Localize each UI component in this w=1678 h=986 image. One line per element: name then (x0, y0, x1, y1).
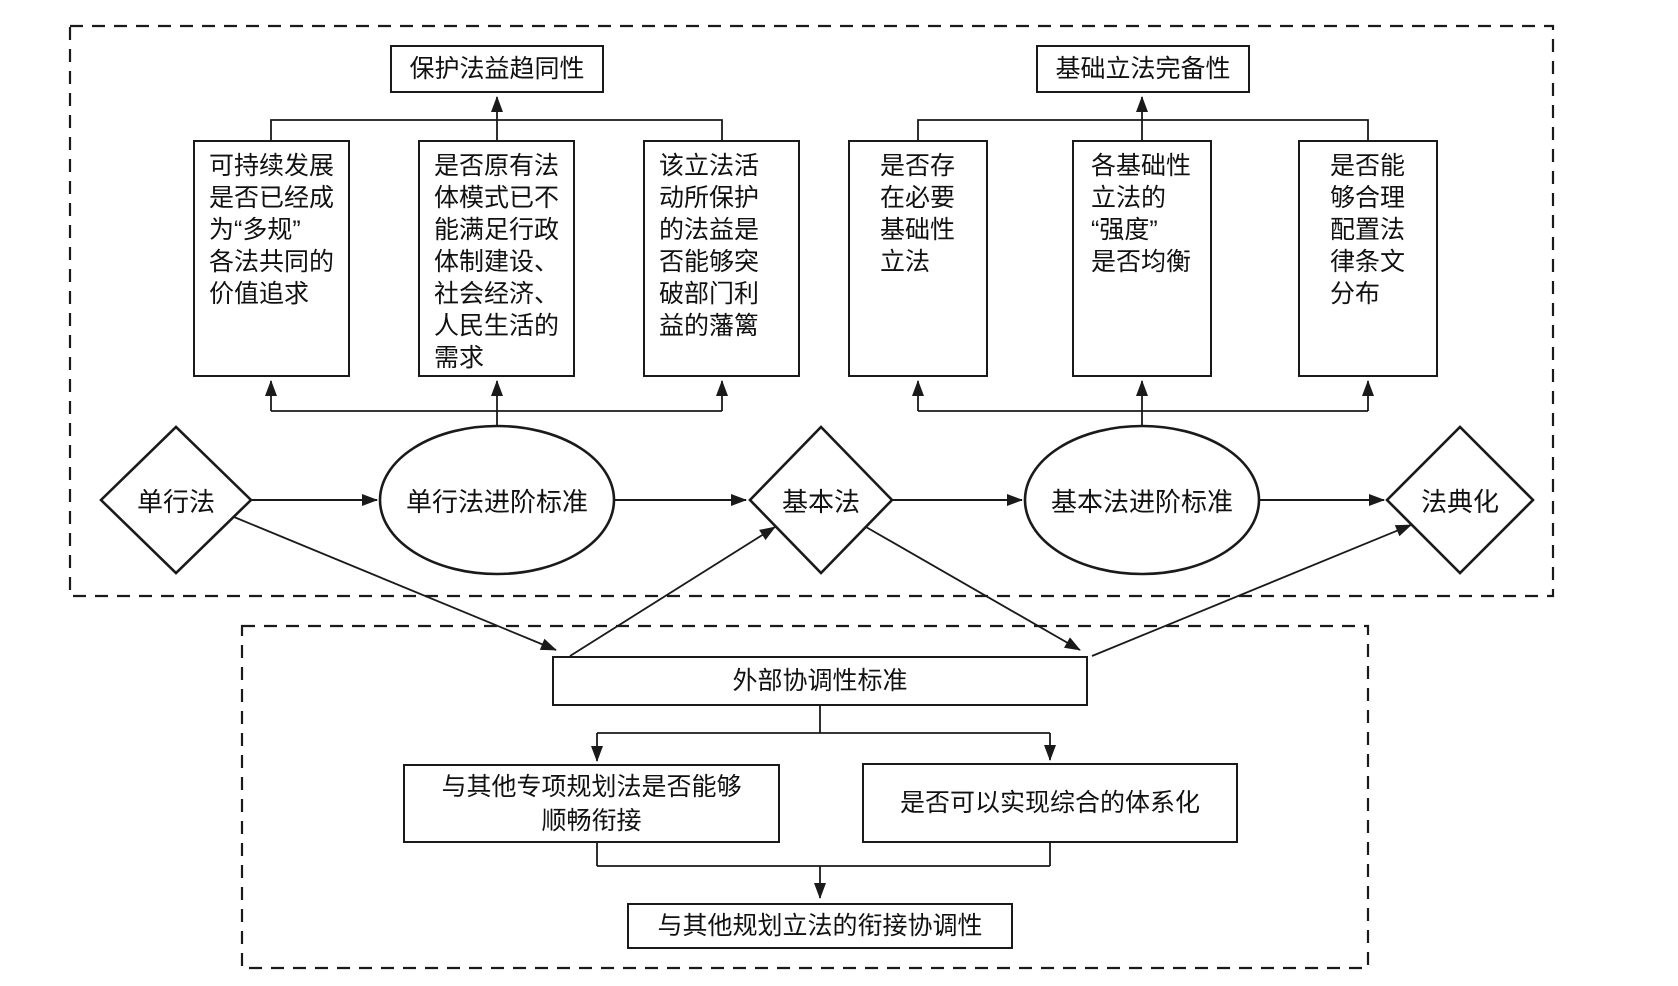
single-law-standard-label: 单行法进阶标准 (380, 426, 614, 574)
sub-criterion-box-systematization: 是否可以实现综合的体系化 (862, 763, 1238, 843)
sub-criterion-text: 是否可以实现综合的体系化 (899, 789, 1200, 817)
criterion-box-necessary-basic-legislation: 是否存 在必要 基础性 立法 (848, 140, 988, 377)
arrow-single-law-to-external (233, 516, 557, 651)
phase-region-border (68, 24, 1555, 598)
single-law-label: 单行法 (101, 427, 251, 573)
basic-group-bottom-connector (918, 410, 1368, 426)
basic-legislation-title: 基础立法完备性 (1055, 55, 1231, 83)
basic-law-standard-label: 基本法进阶标准 (1025, 426, 1259, 574)
codification-label: 法典化 (1387, 427, 1533, 573)
node-text: 单行法进阶标准 (405, 486, 588, 517)
sub-criterion-text: 与其他专项规划法是否能够 顺畅衔接 (441, 772, 742, 835)
sub-criterion-box-connection: 与其他专项规划法是否能够 顺畅衔接 (403, 764, 780, 843)
criterion-box-strength-balance: 各基础性 立法的 “强度” 是否均衡 (1072, 140, 1212, 377)
arrow-external-to-codification (1091, 524, 1412, 657)
codification-diamond (1385, 425, 1535, 575)
criterion-text: 可持续发展 是否已经成 为“多规” 各法共同的 价值追求 (209, 152, 335, 308)
criterion-text: 是否原有法 体模式已不 能满足行政 体制建设、 社会经济、 人民生活的 需求 (434, 152, 560, 372)
criterion-box-old-model: 是否原有法 体模式已不 能满足行政 体制建设、 社会经济、 人民生活的 需求 (418, 140, 575, 377)
node-text: 法典化 (1420, 486, 1499, 517)
arrow-external-to-basic-law (569, 526, 776, 657)
node-text: 基本法 (781, 486, 860, 517)
protect-group-bottom-connector (271, 410, 722, 426)
protect-group-top-connector (270, 119, 723, 142)
result-coordination-box: 与其他规划立法的衔接协调性 (627, 903, 1013, 949)
basic-group-top-connector (917, 119, 1369, 142)
protect-interest-title: 保护法益趋同性 (409, 55, 585, 83)
external-branch-connector (597, 706, 1050, 734)
criterion-text: 各基础性 立法的 “强度” 是否均衡 (1091, 152, 1192, 276)
external-coordination-region-border (240, 624, 1370, 970)
basic-law-label: 基本法 (750, 427, 892, 573)
criterion-box-provision-distribution: 是否能 够合理 配置法 律条文 分布 (1298, 140, 1438, 377)
node-text: 基本法进阶标准 (1050, 486, 1233, 517)
external-coordination-standard-box: 外部协调性标准 (552, 656, 1088, 706)
criterion-box-sustainable-value: 可持续发展 是否已经成 为“多规” 各法共同的 价值追求 (193, 140, 350, 377)
basic-legislation-title-box: 基础立法完备性 (1036, 45, 1250, 93)
result-coordination-text: 与其他规划立法的衔接协调性 (657, 912, 983, 940)
criterion-text: 该立法活 动所保护 的法益是 否能够突 破部门利 益的藩篱 (659, 152, 760, 340)
criterion-text: 是否能 够合理 配置法 律条文 分布 (1330, 152, 1406, 308)
external-coordination-standard-text: 外部协调性标准 (732, 667, 908, 695)
criterion-box-break-department-interest: 该立法活 动所保护 的法益是 否能够突 破部门利 益的藩篱 (643, 140, 800, 377)
sub-criteria-join-connector (596, 843, 1051, 867)
protect-interest-title-box: 保护法益趋同性 (390, 45, 604, 93)
node-text: 单行法 (136, 486, 215, 517)
criterion-text: 是否存 在必要 基础性 立法 (880, 152, 956, 276)
arrow-basic-law-to-external (865, 526, 1081, 651)
